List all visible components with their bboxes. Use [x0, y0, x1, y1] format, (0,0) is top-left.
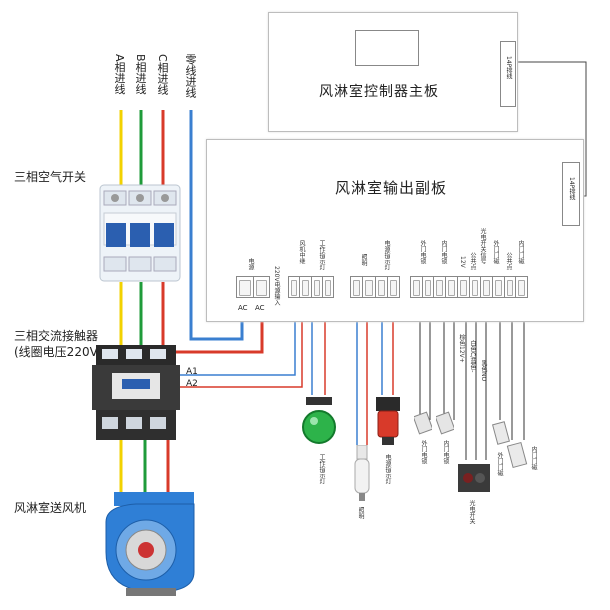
- photo-switch-label: 光电开关: [468, 500, 475, 524]
- t4-inner-lock: 内门电锁: [440, 240, 447, 264]
- work-indicator-lamp: [302, 395, 336, 449]
- work-lamp-terminal-label: 工作指示灯: [318, 240, 325, 270]
- t4-inner-magnet: 内门门磁: [517, 240, 524, 264]
- phase-b-label: B相进线: [134, 54, 147, 95]
- inner-lock-label: 内门电锁: [442, 440, 449, 464]
- terminal-block-fan: [288, 276, 334, 298]
- fan-icon: [105, 492, 195, 596]
- lock-icon: [412, 411, 434, 435]
- fan-relay-label: 风机中继: [298, 240, 305, 264]
- photoelectric-switch: [456, 460, 492, 496]
- t4-common-1: 公共点: [469, 252, 476, 270]
- a1-wire: [175, 317, 296, 376]
- terminal-block-signals: [410, 276, 528, 298]
- outer-door-magnet: [492, 420, 510, 446]
- three-phase-breaker: [98, 183, 182, 283]
- main-board-display: [355, 30, 419, 66]
- t4-photo-signal: 光电开关信号: [479, 228, 486, 264]
- main-board-title: 风淋室控制器主板: [319, 84, 439, 100]
- t4-common-2: 公共点: [505, 252, 512, 270]
- inner-magnet-label: 内门门磁: [530, 446, 537, 470]
- light-bulb-icon: [354, 444, 370, 501]
- terminal-block-power: [236, 276, 270, 298]
- lock-icon: [434, 411, 456, 435]
- ac-contactor: [92, 345, 180, 440]
- power-indicator-lamp: [374, 395, 402, 449]
- outer-door-lock: [412, 410, 434, 436]
- neutral-label: 零线进线: [184, 54, 197, 98]
- sub-board-title: 风淋室输出副板: [335, 179, 448, 197]
- main-control-board: 风淋室控制器主板 14P排线: [268, 12, 518, 132]
- t4-12v: 12V: [459, 256, 466, 268]
- a1-label: A1: [186, 367, 198, 377]
- phase-a-label: A相进线: [113, 54, 126, 95]
- breaker-icon: [99, 184, 181, 282]
- contactor-label-2: (线圈电压220V): [14, 345, 103, 359]
- live-wire: [163, 312, 264, 354]
- contactor-icon: [92, 345, 180, 440]
- lighting-label: 照明: [357, 507, 364, 519]
- terminal-block-lamps: [350, 276, 400, 298]
- sub-board-connector: 14P排线: [562, 162, 580, 226]
- input-220-label: 220V电源输入: [273, 266, 280, 306]
- wire-brown-label: 棕色12V+: [458, 334, 465, 363]
- inner-door-magnet: [506, 440, 528, 470]
- neutral-wire: [189, 110, 244, 341]
- sensor-icon: [458, 464, 490, 492]
- phase-c-label: C相进线: [156, 54, 169, 95]
- red-lamp-icon: [376, 397, 400, 445]
- inner-door-lock: [434, 410, 456, 436]
- blower-fan: [96, 492, 204, 600]
- a2-label: A2: [186, 379, 198, 389]
- t4-outer-lock: 外门电锁: [419, 240, 426, 264]
- breaker-label: 三相空气开关: [14, 170, 87, 184]
- outer-magnet-label: 外门门磁: [496, 452, 503, 476]
- outer-lock-label: 外门电锁: [420, 440, 427, 464]
- wire-white-label: 白色C/蓝色-: [469, 340, 476, 373]
- power-lamp-label: 电源指示灯: [384, 454, 391, 484]
- wire-black-label: 黑色NO: [480, 360, 487, 382]
- fan-label: 风淋室送风机: [14, 501, 87, 515]
- lighting-terminal-label: 照明: [360, 254, 367, 266]
- power-label: 电源: [247, 258, 254, 270]
- main-board-connector: 14P排线: [500, 41, 516, 107]
- work-lamp-label: 工作指示灯: [318, 454, 325, 484]
- contactor-label-1: 三相交流接触器: [14, 329, 99, 343]
- green-lamp-icon: [302, 397, 336, 444]
- ac-label-1: AC: [238, 304, 248, 312]
- t4-outer-magnet: 外门门磁: [492, 240, 499, 264]
- magnet-icon: [506, 441, 528, 469]
- lighting-tube: [351, 444, 373, 501]
- power-lamp-terminal-label: 电源指示灯: [383, 240, 390, 270]
- ribbon-cable: [518, 61, 587, 197]
- a2-wire: [175, 317, 303, 388]
- magnet-icon: [492, 421, 510, 445]
- ac-label-2: AC: [255, 304, 265, 312]
